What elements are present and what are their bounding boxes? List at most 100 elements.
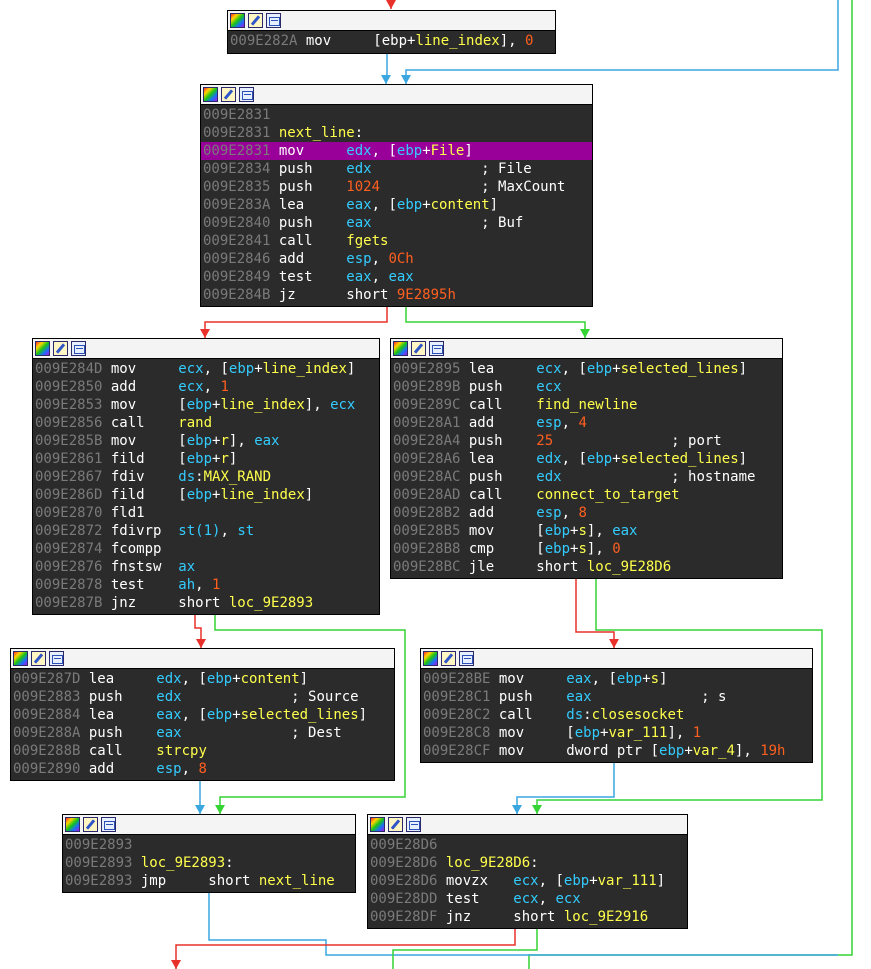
code-block-9E282A[interactable]: 009E282A mov [ebp+line_index], 0 [227, 10, 556, 54]
asm-line[interactable]: 009E28B2 add esp, 8 [393, 504, 782, 522]
symbol[interactable]: next_line [278, 125, 355, 141]
edit-icon[interactable] [221, 87, 236, 102]
graph-icon[interactable] [239, 87, 254, 102]
symbol[interactable]: var_111 [608, 725, 668, 741]
symbol[interactable]: s [578, 541, 587, 557]
symbol[interactable]: selected_lines [620, 451, 739, 467]
symbol[interactable]: line_index [262, 361, 347, 377]
asm-line[interactable]: 009E28B8 cmp [ebp+s], 0 [393, 540, 782, 558]
edit-icon[interactable] [53, 341, 68, 356]
symbol[interactable]: closesocket [591, 707, 685, 723]
color-picker-icon[interactable] [423, 651, 438, 666]
symbol[interactable]: line_index [220, 397, 305, 413]
asm-line[interactable]: 009E28A4 push 25 ; port [393, 432, 782, 450]
asm-line[interactable]: 009E28AD call connect_to_target [393, 486, 782, 504]
asm-line[interactable]: 009E285B mov [ebp+r], eax [35, 432, 379, 450]
asm-line[interactable]: 009E287B jnz short loc_9E2893 [35, 594, 379, 612]
asm-line[interactable]: 009E28DF jnz short loc_9E2916 [370, 908, 687, 926]
asm-line[interactable]: 009E28B5 mov [ebp+s], eax [393, 522, 782, 540]
asm-line[interactable]: 009E2872 fdivrp st(1), st [35, 522, 379, 540]
code-block-9E28BE[interactable]: 009E28BE mov eax, [ebp+s]009E28C1 push e… [420, 648, 813, 763]
code-block-9E2895[interactable]: 009E2895 lea ecx, [ebp+selected_lines]00… [390, 338, 783, 579]
asm-line[interactable]: 009E28BC jle short loc_9E28D6 [393, 558, 782, 576]
asm-line[interactable]: 009E28C8 mov [ebp+var_111], 1 [423, 724, 812, 742]
edit-icon[interactable] [83, 817, 98, 832]
asm-line[interactable]: 009E2876 fnstsw ax [35, 558, 379, 576]
asm-line[interactable]: 009E289B push ecx [393, 378, 782, 396]
asm-line[interactable]: 009E2834 push edx ; File [203, 160, 592, 178]
asm-line[interactable]: 009E2850 add ecx, 1 [35, 378, 379, 396]
symbol[interactable]: line_index [220, 487, 305, 503]
graph-icon[interactable] [459, 651, 474, 666]
symbol[interactable]: r [220, 451, 229, 467]
asm-line[interactable]: 009E2846 add esp, 0Ch [203, 250, 592, 268]
graph-icon[interactable] [429, 341, 444, 356]
asm-line[interactable]: 009E2893 loc_9E2893: [65, 854, 355, 872]
symbol[interactable]: selected_lines [620, 361, 739, 377]
asm-line[interactable]: 009E2893 jmp short next_line [65, 872, 355, 890]
symbol[interactable]: loc_9E2916 [563, 909, 649, 925]
color-picker-icon[interactable] [203, 87, 218, 102]
symbol[interactable]: loc_9E28D6 [445, 855, 531, 871]
asm-line[interactable]: 009E28D6 [370, 836, 687, 854]
asm-line[interactable]: 009E28D6 movzx ecx, [ebp+var_111] [370, 872, 687, 890]
asm-line[interactable]: 009E2841 call fgets [203, 232, 592, 250]
asm-line[interactable]: 009E28A1 add esp, 4 [393, 414, 782, 432]
symbol[interactable]: loc_9E28D6 [586, 559, 672, 575]
color-picker-icon[interactable] [13, 651, 28, 666]
asm-line[interactable]: 009E2884 lea eax, [ebp+selected_lines] [13, 706, 394, 724]
asm-line[interactable]: 009E282A mov [ebp+line_index], 0 [230, 32, 555, 50]
asm-line[interactable]: 009E2853 mov [ebp+line_index], ecx [35, 396, 379, 414]
asm-line[interactable]: 009E2856 call rand [35, 414, 379, 432]
graph-icon[interactable] [71, 341, 86, 356]
asm-line[interactable]: 009E28A6 lea edx, [ebp+selected_lines] [393, 450, 782, 468]
color-picker-icon[interactable] [230, 13, 245, 28]
edit-icon[interactable] [388, 817, 403, 832]
symbol[interactable]: loc_9E2893 [228, 595, 314, 611]
asm-line[interactable]: 009E28C2 call ds:closesocket [423, 706, 812, 724]
asm-line[interactable]: 009E2849 test eax, eax [203, 268, 592, 286]
graph-icon[interactable] [101, 817, 116, 832]
symbol[interactable]: content [430, 197, 490, 213]
edit-icon[interactable] [31, 651, 46, 666]
symbol[interactable]: File [430, 143, 465, 159]
asm-line[interactable]: 009E28CF mov dword ptr [ebp+var_4], 19h [423, 742, 812, 760]
asm-line[interactable]: 009E2835 push 1024 ; MaxCount [203, 178, 592, 196]
symbol[interactable]: fgets [346, 233, 389, 249]
asm-line[interactable]: 009E2870 fld1 [35, 504, 379, 522]
asm-line[interactable]: 009E288A push eax ; Dest [13, 724, 394, 742]
symbol[interactable]: MAX_RAND [203, 469, 272, 485]
color-picker-icon[interactable] [35, 341, 50, 356]
symbol[interactable]: var_111 [597, 873, 657, 889]
symbol[interactable]: s [650, 671, 660, 687]
color-picker-icon[interactable] [393, 341, 408, 356]
asm-line[interactable]: 009E28AC push edx ; hostname [393, 468, 782, 486]
asm-line[interactable]: 009E2831 next_line: [203, 124, 592, 142]
symbol[interactable]: find_newline [536, 397, 638, 413]
symbol[interactable]: content [240, 671, 300, 687]
edit-icon[interactable] [248, 13, 263, 28]
symbol[interactable]: line_index [415, 33, 500, 49]
code-block-9E287D[interactable]: 009E287D lea edx, [ebp+content]009E2883 … [10, 648, 395, 781]
asm-line[interactable]: 009E2861 fild [ebp+r] [35, 450, 379, 468]
asm-line[interactable]: 009E2831 mov edx, [ebp+File] [201, 142, 592, 160]
asm-line[interactable]: 009E288B call strcpy [13, 742, 394, 760]
asm-line[interactable]: 009E287D lea edx, [ebp+content] [13, 670, 394, 688]
asm-line[interactable]: 009E28D6 loc_9E28D6: [370, 854, 687, 872]
color-picker-icon[interactable] [65, 817, 80, 832]
asm-line[interactable]: 009E2883 push edx ; Source [13, 688, 394, 706]
asm-line[interactable]: 009E2895 lea ecx, [ebp+selected_lines] [393, 360, 782, 378]
asm-line[interactable]: 009E28DD test ecx, ecx [370, 890, 687, 908]
symbol[interactable]: var_4 [692, 743, 735, 759]
code-block-9E284D[interactable]: 009E284D mov ecx, [ebp+line_index]009E28… [32, 338, 380, 615]
asm-line[interactable]: 009E28C1 push eax ; s [423, 688, 812, 706]
asm-line[interactable]: 009E2874 fcompp [35, 540, 379, 558]
asm-line[interactable]: 009E2867 fdiv ds:MAX_RAND [35, 468, 379, 486]
asm-line[interactable]: 009E283A lea eax, [ebp+content] [203, 196, 592, 214]
asm-line[interactable]: 009E286D fild [ebp+line_index] [35, 486, 379, 504]
edit-icon[interactable] [441, 651, 456, 666]
symbol[interactable]: loc_9E2893 [140, 855, 226, 871]
graph-icon[interactable] [266, 13, 281, 28]
